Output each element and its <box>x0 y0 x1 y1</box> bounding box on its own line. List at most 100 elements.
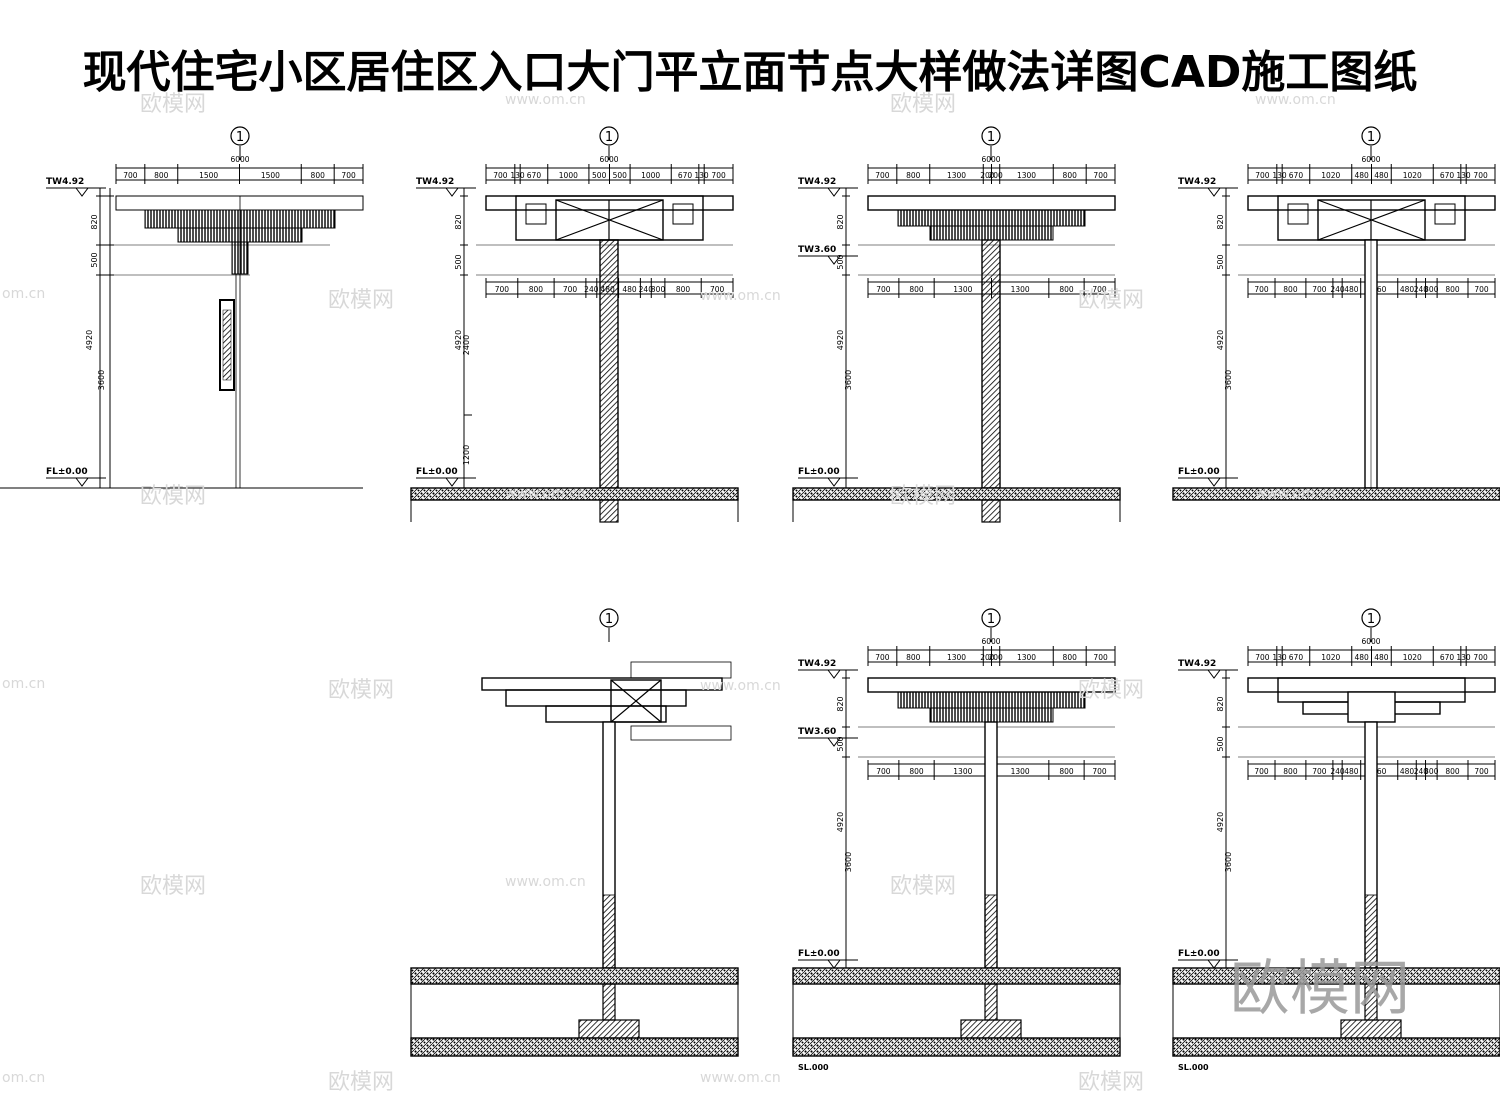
dimension-label: 1300 <box>1017 171 1036 180</box>
column-footing <box>578 1019 640 1039</box>
level-tag: TW3.60 <box>798 727 836 737</box>
dimension-label: 200 <box>980 653 995 662</box>
dimension-label: 500 <box>592 171 607 180</box>
watermark-url: www.om.cn <box>505 92 586 108</box>
vertical-dimension-label: 2400 <box>462 335 471 355</box>
vertical-dimension-label: 820 <box>1216 696 1225 711</box>
vertical-dimension-label: 820 <box>836 696 845 711</box>
dimension-label: 670 <box>527 171 542 180</box>
dimension-label: 700 <box>1092 767 1107 776</box>
axis-marker-circle <box>599 126 619 146</box>
vertical-dimension-label: 500 <box>1216 736 1225 751</box>
slab-level-tag: SL.000 <box>1178 1063 1209 1072</box>
watermark-url: om.cn <box>2 1070 46 1086</box>
column-footing <box>981 499 1001 523</box>
dimension-label: 240 <box>1330 767 1345 776</box>
canopy-top-slab <box>1247 677 1496 693</box>
dimension-label: 670 <box>1289 653 1304 662</box>
wall-panel-fill <box>222 309 232 381</box>
level-tag: FL±0.00 <box>416 467 458 477</box>
dimension-label: 1300 <box>953 285 972 294</box>
canopy-top-slab <box>115 195 364 211</box>
ground-band <box>1172 967 1500 985</box>
vertical-dimension-label: 4920 <box>1216 330 1225 350</box>
dimension-label: 200 <box>988 653 1003 662</box>
dimension-label: 130 <box>1272 171 1287 180</box>
dimension-label: 300 <box>651 285 666 294</box>
truss-node <box>672 203 694 225</box>
level-tag: FL±0.00 <box>46 467 88 477</box>
detail-callout <box>630 661 732 679</box>
watermark-brand: 欧模网 <box>890 92 957 117</box>
vertical-dimension-label: 500 <box>836 254 845 269</box>
dimension-label: 800 <box>1445 767 1460 776</box>
dimension-label: 670 <box>1289 171 1304 180</box>
dimension-label: 1500 <box>199 171 218 180</box>
dimension-label: 700 <box>1312 285 1327 294</box>
detail-callout <box>630 725 732 741</box>
vertical-dimension-label: 1200 <box>462 445 471 465</box>
dimension-label: 130 <box>1272 653 1287 662</box>
dimension-label: 960 <box>1372 285 1387 294</box>
column-footing <box>960 1019 1022 1039</box>
truss-node <box>1287 203 1309 225</box>
vertical-dimension-label: 820 <box>90 214 99 229</box>
canopy-top-slab <box>867 195 1116 211</box>
watermark-brand: 欧模网 <box>328 1070 395 1095</box>
axis-marker-label: 1 <box>987 130 995 145</box>
canopy-hub <box>1347 691 1396 723</box>
view-column-section: 1 <box>410 608 739 1057</box>
axis-marker-circle <box>1361 126 1381 146</box>
dimension-label: 800 <box>154 171 169 180</box>
dimension-label: 130 <box>510 171 525 180</box>
watermark-brand: 欧模网 <box>328 288 395 313</box>
dimension-label: 700 <box>1255 653 1270 662</box>
gate-column <box>599 239 619 489</box>
dimension-label: 240 <box>639 285 654 294</box>
dimension-label: 480 <box>1344 767 1359 776</box>
dimension-label: 700 <box>563 285 578 294</box>
level-tag: FL±0.00 <box>798 467 840 477</box>
canopy-truss-box <box>610 679 662 723</box>
dimension-label: 700 <box>1254 767 1269 776</box>
watermark-url: www.om.cn <box>700 288 781 304</box>
dimension-label: 1300 <box>947 653 966 662</box>
axis-marker-circle <box>599 608 619 628</box>
truss-node <box>525 203 547 225</box>
dimension-label: 800 <box>906 171 921 180</box>
vertical-dimension-label: 4920 <box>1216 812 1225 832</box>
level-marker <box>1178 959 1238 969</box>
vertical-dimension-label: 820 <box>1216 214 1225 229</box>
level-marker <box>798 187 858 197</box>
canopy-louver <box>897 209 1086 227</box>
dimension-label: 1000 <box>641 171 660 180</box>
vertical-dimension-label: 820 <box>836 214 845 229</box>
canopy-frame-lower <box>545 705 667 723</box>
dimension-label: 130 <box>1456 653 1471 662</box>
axis-marker-label: 1 <box>605 612 613 627</box>
dimension-label: 800 <box>909 285 924 294</box>
dimension-label: 800 <box>529 285 544 294</box>
ground-band <box>410 1037 739 1057</box>
dimension-label: 700 <box>1473 171 1488 180</box>
watermark-url: www.om.cn <box>700 678 781 694</box>
vertical-dimension-label: 3600 <box>844 370 853 390</box>
axis-marker-circle <box>230 126 250 146</box>
watermark-url: www.om.cn <box>1255 92 1336 108</box>
dimension-label: 700 <box>493 171 508 180</box>
dimension-label: 700 <box>1092 285 1107 294</box>
dimension-label: 200 <box>988 171 1003 180</box>
level-marker <box>46 477 106 487</box>
watermark-brand: 欧模网 <box>1078 288 1145 313</box>
dimension-label: 700 <box>495 285 510 294</box>
level-marker <box>416 477 476 487</box>
dimension-label: 800 <box>1283 767 1298 776</box>
overall-width-label: 6000 <box>230 155 249 164</box>
canopy-louver-lower <box>929 225 1054 241</box>
level-tag: TW4.92 <box>798 177 836 187</box>
dimension-label: 800 <box>1059 767 1074 776</box>
dimension-label: 700 <box>1474 767 1489 776</box>
dimension-label: 240 <box>1414 767 1429 776</box>
